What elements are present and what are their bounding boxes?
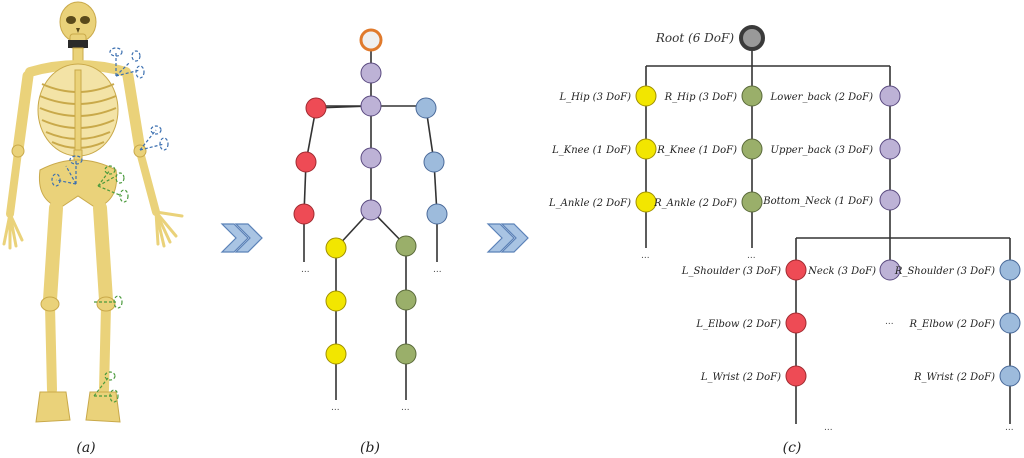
skeleton-illustration — [2, 1, 184, 423]
r-ankle-label: R_Ankle (2 DoF) — [653, 198, 737, 209]
b-left-leg-joint — [325, 290, 347, 312]
b-right-leg-joint — [395, 343, 417, 365]
b-root-joint — [359, 28, 383, 52]
double-chevron-arrow-icon — [486, 223, 529, 253]
root-node — [739, 25, 765, 51]
r-hip-label: R_Hip (3 DoF) — [664, 92, 737, 103]
r-knee-label: R_Knee (1 DoF) — [656, 145, 737, 156]
r-wrist-label: R_Wrist (2 DoF) — [913, 372, 995, 383]
l-knee-label: L_Knee (1 DoF) — [551, 145, 631, 156]
lower-back-node — [879, 85, 901, 107]
ellipsis: ... — [824, 423, 833, 433]
l-hip-label: L_Hip (3 DoF) — [559, 92, 632, 103]
l-hip-node — [635, 85, 657, 107]
bottom-neck-node — [879, 189, 901, 211]
caption-b: (b) — [360, 440, 380, 456]
ellipsis: ... — [1005, 423, 1014, 433]
b-spine-joint — [360, 95, 382, 117]
r-wrist-node — [999, 365, 1021, 387]
ellipsis: ... — [331, 403, 340, 413]
b-right-arm-joint — [415, 97, 437, 119]
r-shoulder-node — [999, 259, 1021, 281]
caption-a: (a) — [76, 440, 95, 456]
joint-graph-stick-figure: ... ... ... ... — [293, 28, 448, 413]
root-label: Root (6 DoF) — [655, 31, 734, 45]
lower-back-label: Lower_back (2 DoF) — [770, 92, 874, 103]
b-left-arm-joint — [293, 203, 315, 225]
bottom-neck-label: Bottom_Neck (1 DoF) — [762, 196, 873, 207]
l-wrist-label: L_Wrist (2 DoF) — [700, 372, 781, 383]
r-shoulder-label: R_Shoulder (3 DoF) — [894, 266, 995, 277]
r-elbow-node — [999, 312, 1021, 334]
neck-node — [879, 259, 901, 281]
l-ankle-label: L_Ankle (2 DoF) — [548, 198, 631, 209]
r-knee-node — [741, 138, 763, 160]
l-wrist-node — [785, 365, 807, 387]
caption-c: (c) — [783, 440, 802, 456]
b-left-leg-joint — [325, 237, 347, 259]
r-ankle-node — [741, 191, 763, 213]
b-right-arm-joint — [423, 151, 445, 173]
double-chevron-arrow-icon — [220, 223, 263, 253]
l-elbow-node — [785, 312, 807, 334]
b-left-leg-joint — [325, 343, 347, 365]
neck-label: Neck (3 DoF) — [807, 266, 876, 277]
l-shoulder-node — [785, 259, 807, 281]
ellipsis: ... — [641, 251, 650, 261]
b-left-arm-joint — [305, 97, 327, 119]
upper-back-node — [879, 138, 901, 160]
r-hip-node — [741, 85, 763, 107]
b-spine-joint — [360, 147, 382, 169]
b-left-arm-joint — [295, 151, 317, 173]
l-knee-node — [635, 138, 657, 160]
b-right-leg-joint — [395, 235, 417, 257]
b-spine-joint — [360, 199, 382, 221]
b-right-leg-joint — [395, 289, 417, 311]
ellipsis: ... — [747, 251, 756, 261]
ellipsis: ... — [301, 265, 310, 275]
l-elbow-label: L_Elbow (2 DoF) — [695, 319, 781, 330]
r-elbow-label: R_Elbow (2 DoF) — [908, 319, 995, 330]
kinematic-tree: Root (6 DoF) L_Hip (3 DoF) L_Knee (1 DoF… — [548, 25, 1021, 433]
ellipsis: ... — [885, 317, 894, 327]
ellipsis: ... — [401, 403, 410, 413]
b-right-arm-joint — [426, 203, 448, 225]
l-shoulder-label: L_Shoulder (3 DoF) — [681, 266, 781, 277]
b-spine-joint — [360, 62, 382, 84]
upper-back-label: Upper_back (3 DoF) — [771, 145, 874, 156]
l-ankle-node — [635, 191, 657, 213]
ellipsis: ... — [433, 265, 442, 275]
